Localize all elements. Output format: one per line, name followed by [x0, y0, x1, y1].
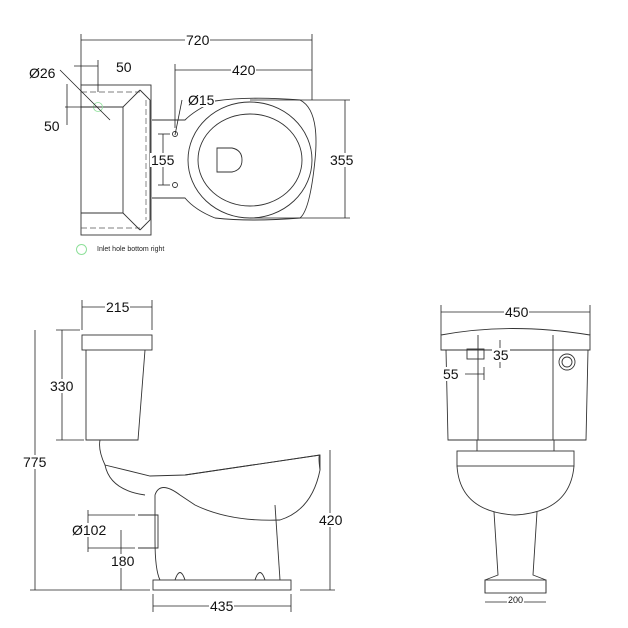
- plan-view: [59, 34, 350, 236]
- dim-pan-height: 420: [318, 512, 344, 528]
- inlet-legend-circle-icon: [76, 244, 87, 255]
- dim-button-offset-y: 35: [492, 347, 510, 363]
- dim-base-length: 435: [209, 598, 235, 614]
- front-view: [440, 305, 591, 603]
- dim-fixing-hole-spacing: 155: [150, 152, 176, 168]
- dim-inlet-offset-x: 50: [115, 59, 133, 75]
- dim-inlet-diameter: Ø26: [28, 65, 57, 81]
- dim-cistern-width: 450: [504, 304, 530, 320]
- inlet-legend-note: Inlet hole bottom right: [97, 246, 165, 253]
- dim-cistern-depth: 215: [105, 299, 131, 315]
- dim-overall-height: 775: [22, 454, 48, 470]
- dim-pan-width: 355: [329, 152, 355, 168]
- dim-overall-width: 720: [185, 32, 211, 48]
- dim-fixing-hole-diameter: Ø15: [187, 92, 216, 108]
- dim-outlet-diameter: Ø102: [71, 522, 108, 538]
- dim-pan-length: 420: [231, 62, 257, 78]
- dim-outlet-height: 180: [110, 553, 136, 569]
- dim-cistern-height: 330: [49, 378, 75, 394]
- dim-button-offset-x: 55: [442, 366, 460, 382]
- dim-inlet-offset-y: 50: [43, 118, 61, 134]
- side-view: [30, 300, 335, 612]
- dim-base-width: 200: [507, 595, 525, 605]
